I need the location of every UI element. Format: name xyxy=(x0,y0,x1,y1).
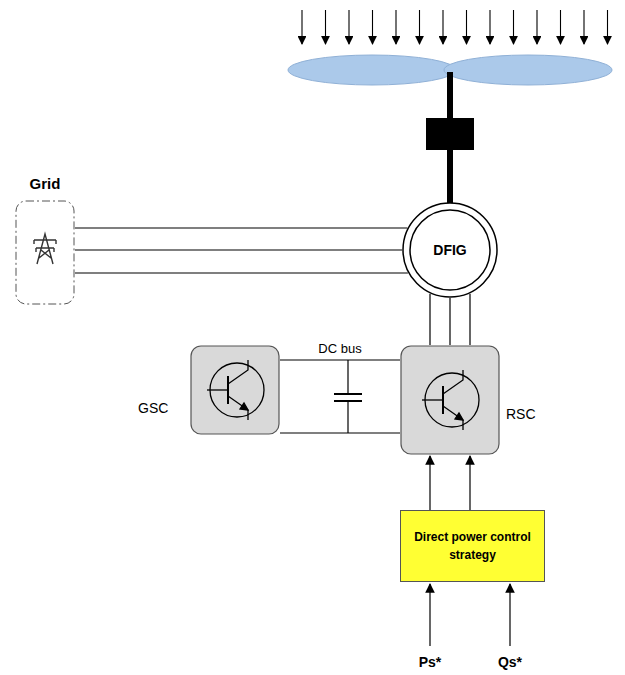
wind-arrow xyxy=(536,10,537,44)
wind-arrow xyxy=(466,10,467,44)
generator-circle: DFIG xyxy=(402,202,498,298)
wind-arrow xyxy=(301,10,302,44)
rotor-ring xyxy=(410,210,490,290)
wind-arrow xyxy=(489,10,490,44)
wind-arrow xyxy=(372,10,373,44)
bus-label: DC bus xyxy=(316,341,363,356)
wire xyxy=(430,294,470,345)
base-bar xyxy=(227,376,229,404)
signal-holder: Qs* xyxy=(498,654,522,670)
control-outline xyxy=(401,511,545,582)
input-arrow xyxy=(509,584,510,646)
wire xyxy=(75,228,408,273)
base-bar xyxy=(442,386,444,414)
capacitor-symbol xyxy=(334,360,362,433)
wind-arrows xyxy=(302,10,608,44)
wind-arrow xyxy=(419,10,420,44)
control-arrow xyxy=(469,456,470,510)
node-outline xyxy=(15,200,75,305)
converter-box: RSC xyxy=(400,345,500,455)
emitter-lead xyxy=(443,406,463,430)
emitter-arrow xyxy=(455,413,463,420)
wind-arrow xyxy=(442,10,443,44)
transistor-symbol xyxy=(422,370,479,430)
transistor-symbol xyxy=(207,360,264,420)
wind-arrow xyxy=(560,10,561,44)
node-outline xyxy=(400,345,500,455)
node-label: Grid xyxy=(15,175,75,192)
capacitor-lead xyxy=(347,401,348,433)
wind-arrow xyxy=(607,10,608,44)
node-label: GSC xyxy=(138,400,168,416)
converter-outline xyxy=(191,346,279,434)
wind-arrow xyxy=(348,10,349,44)
turbine-blade xyxy=(288,55,456,85)
grid-outline xyxy=(16,201,74,304)
pylon-icon xyxy=(34,234,56,264)
control-label: Direct power control strategy xyxy=(410,528,535,564)
base-lead xyxy=(422,399,443,400)
control-box: Direct power control strategy xyxy=(400,510,545,582)
converter-box: GSC xyxy=(190,345,280,435)
turbine-blade xyxy=(444,55,612,85)
wind-arrow xyxy=(325,10,326,44)
signal-name: Ps* xyxy=(419,654,442,670)
wind-arrow xyxy=(583,10,584,44)
converter-outline xyxy=(401,346,499,454)
capacitor-plate xyxy=(334,393,362,395)
stator-ring xyxy=(403,203,497,297)
signal-name: Qs* xyxy=(498,654,522,670)
emitter-lead xyxy=(228,396,248,420)
wind-arrow xyxy=(513,10,514,44)
control-arrow xyxy=(429,456,430,510)
wire xyxy=(280,360,400,433)
wind-arrow xyxy=(395,10,396,44)
capacitor-lead xyxy=(347,360,348,394)
input-arrow xyxy=(429,584,430,646)
collector-lead xyxy=(443,370,463,394)
emitter-arrow xyxy=(240,403,248,410)
gearbox xyxy=(426,118,474,150)
signal-holder: Ps* xyxy=(419,654,442,670)
collector-lead xyxy=(228,360,248,384)
grid-box: Grid xyxy=(15,200,75,305)
base-lead xyxy=(207,389,228,390)
pylon-stroke xyxy=(34,234,56,264)
node-label: RSC xyxy=(506,406,536,422)
edge-label-holder: DC bus xyxy=(316,341,363,356)
node-label: DFIG xyxy=(433,242,466,258)
node-outline xyxy=(400,510,545,582)
node-outline xyxy=(190,345,280,435)
